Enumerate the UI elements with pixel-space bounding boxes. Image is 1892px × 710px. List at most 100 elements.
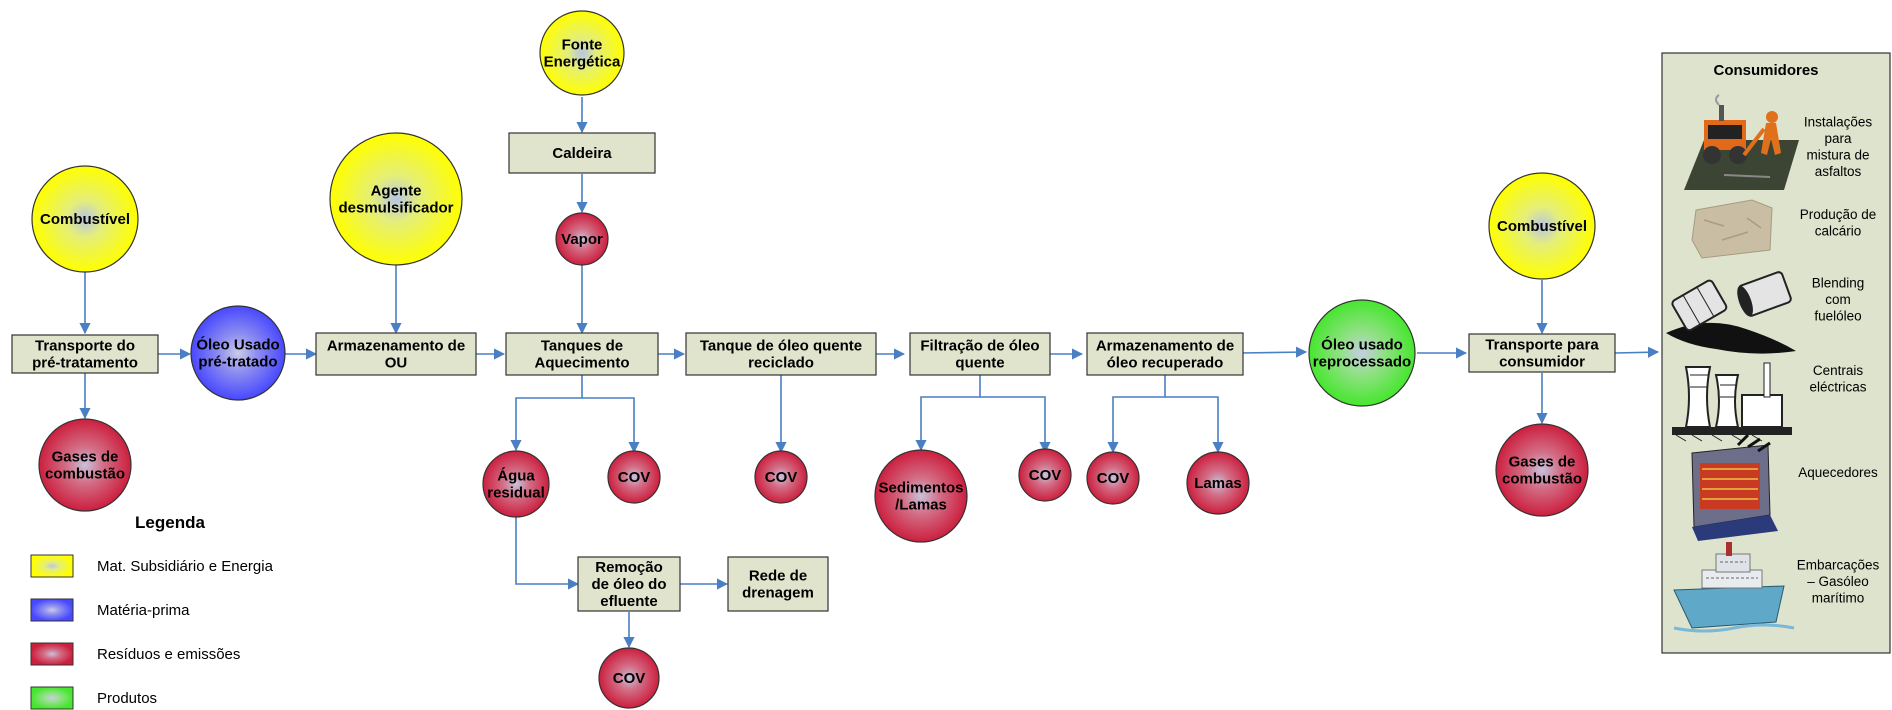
edge-armaz-lamas: [1165, 396, 1224, 454]
node-label: consumidor: [1499, 354, 1585, 371]
node-label: Armazenamento de: [327, 338, 465, 355]
legend-item: Produtos: [30, 686, 157, 710]
oil-barrels-icon: [1666, 271, 1796, 354]
node-label: combustão: [1502, 471, 1582, 488]
node-comb2: Combustível: [1488, 172, 1596, 280]
consumers-title: Consumidores: [1713, 62, 1818, 79]
legend-title: Legenda: [135, 513, 205, 532]
node-cov-filtracao: COV: [1018, 448, 1072, 502]
node-box: [685, 332, 877, 376]
node-circle: [607, 450, 661, 504]
node-label: Tanques de: [541, 338, 623, 355]
node-label: residual: [487, 485, 545, 502]
consumer-label: fuelóleo: [1814, 309, 1861, 324]
edge-armaz-oleoreproc: [1239, 346, 1308, 358]
heater-icon: [1691, 433, 1778, 541]
node-label: Armazenamento de: [1096, 338, 1234, 355]
node-circle: [754, 450, 808, 504]
node-label: COV: [765, 469, 798, 486]
node-label: /Lamas: [895, 497, 947, 514]
node-label: COV: [613, 670, 646, 687]
legend-swatch: [30, 686, 74, 710]
node-box: [505, 332, 659, 376]
legend-swatch: [30, 598, 74, 622]
node-box: [909, 332, 1051, 376]
node-circle: [1186, 451, 1250, 515]
flow-edges: [79, 97, 1660, 649]
flow-nodes: FonteEnergéticaCaldeiraVaporAgentedesmul…: [11, 10, 1616, 709]
node-box: [11, 334, 159, 374]
node-label: combustão: [45, 466, 125, 483]
node-circle: [539, 10, 625, 96]
node-circle: [1488, 172, 1596, 280]
legend-item: Matéria-prima: [30, 598, 190, 622]
node-label: Combustível: [40, 211, 130, 228]
edge-filtracao-sedimentos: [915, 375, 981, 452]
node-label: COV: [618, 469, 651, 486]
node-label: Óleo usado: [1321, 336, 1403, 354]
node-circle: [1086, 451, 1140, 505]
consumer-label: para: [1824, 131, 1852, 146]
legend-item: Resíduos e emissões: [30, 642, 240, 666]
node-caldeira: Caldeira: [508, 132, 656, 174]
node-box: [577, 556, 681, 612]
node-label: quente: [955, 355, 1004, 372]
consumer-label: Embarcações: [1797, 558, 1880, 573]
node-label: Aquecimento: [534, 355, 629, 372]
node-box: [315, 332, 477, 376]
node-cov-tanques: COV: [607, 450, 661, 504]
edge-armaz-cov: [1107, 375, 1166, 454]
legend-label: Produtos: [97, 690, 157, 707]
node-label: Combustível: [1497, 218, 1587, 235]
node-label: Gases de: [1509, 454, 1576, 471]
node-label: Vapor: [561, 231, 603, 248]
legend-label: Mat. Subsidiário e Energia: [97, 558, 274, 575]
node-label: efluente: [600, 593, 658, 610]
edge-filtracao-cov: [980, 396, 1051, 454]
node-circle: [874, 449, 968, 543]
node-label: Tanque de óleo quente: [700, 338, 862, 355]
node-label: OU: [385, 355, 408, 372]
consumer-label: Aquecedores: [1798, 465, 1878, 480]
node-circle: [31, 165, 139, 273]
legend: Legenda Mat. Subsidiário e EnergiaMatéri…: [30, 513, 274, 710]
asphalt-plant-icon: [1684, 94, 1799, 190]
node-label: Lamas: [1194, 475, 1242, 492]
consumers-panel: Consumidores: [1661, 52, 1891, 654]
node-label: Remoção: [595, 559, 663, 576]
consumer-label: eléctricas: [1809, 379, 1866, 394]
node-label: Rede de: [749, 568, 807, 585]
node-circle: [190, 305, 286, 401]
edge-tanques-cov: [582, 397, 640, 454]
node-label: COV: [1029, 467, 1062, 484]
node-box: [1468, 333, 1616, 373]
consumer-label: com: [1825, 292, 1851, 307]
consumer-label: Blending: [1812, 276, 1865, 291]
edge-transporte-consumidores: [1614, 346, 1660, 358]
node-sedimentos: Sedimentos/Lamas: [874, 449, 968, 543]
legend-item: Mat. Subsidiário e Energia: [30, 554, 274, 578]
node-box: [727, 556, 829, 612]
node-cov-armaz: COV: [1086, 451, 1140, 505]
node-label: Agente: [371, 183, 422, 200]
node-circle: [1018, 448, 1072, 502]
node-label: Sedimentos: [878, 480, 963, 497]
node-circle: [38, 418, 132, 512]
node-circle: [482, 450, 550, 518]
edge-agua-remocao: [515, 517, 580, 590]
node-label: COV: [1097, 470, 1130, 487]
node-box: [508, 132, 656, 174]
